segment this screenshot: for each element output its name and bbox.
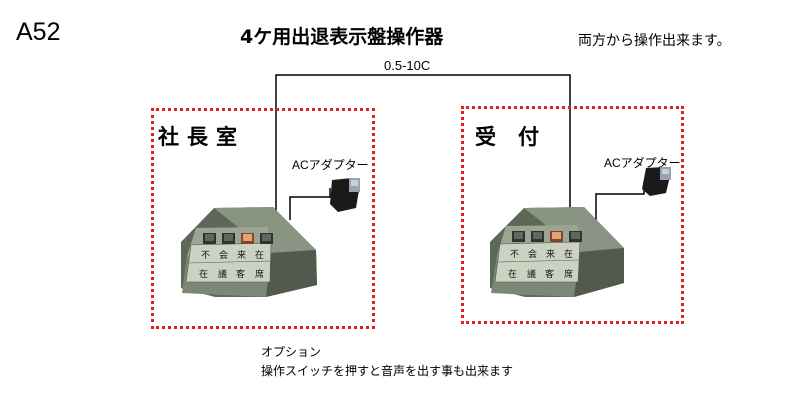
adapter-cable-left xyxy=(289,188,331,220)
status-label-guest: 客 xyxy=(545,268,554,280)
operation-note: 両方から操作出来ます。 xyxy=(578,33,731,49)
status-label-guest: 客 xyxy=(236,268,245,280)
ac-adapter-icon-right xyxy=(642,167,671,196)
ac-adapter-label-right: ACアダプター xyxy=(604,156,681,170)
status-label-meeting: 会 xyxy=(219,249,228,261)
status-label-present: 在 xyxy=(564,248,573,260)
status-label-visitor: 来 xyxy=(546,249,555,260)
room-president-office xyxy=(151,108,375,329)
ac-adapter-icon-left xyxy=(330,178,360,212)
status-label-discussion: 議 xyxy=(218,268,227,280)
status-label-meeting: 会 xyxy=(528,248,537,260)
status-label-visitor: 来 xyxy=(237,250,246,261)
status-label-seat: 席 xyxy=(255,268,264,280)
option-description: 操作スイッチを押すと音声を出す事も出来ます xyxy=(261,364,514,378)
status-label-absent: 不 xyxy=(510,249,519,260)
room-name-president: 社長室 xyxy=(158,125,245,149)
option-title: オプション xyxy=(261,345,322,359)
page-title: 4ケ用出退表示盤操作器 xyxy=(240,26,444,48)
status-label-seat: 席 xyxy=(564,268,573,280)
status-label-present: 在 xyxy=(255,249,264,261)
status-label-absent: 不 xyxy=(201,250,210,261)
cable-spec-label: 0.5-10C xyxy=(384,58,431,73)
model-code: A52 xyxy=(16,18,61,46)
ac-adapter-label-left: ACアダプター xyxy=(292,158,369,172)
interconnect-cable xyxy=(275,74,571,220)
status-label-discussion: 議 xyxy=(527,268,536,280)
room-name-reception: 受付 xyxy=(475,125,561,149)
status-label-in: 在 xyxy=(508,268,517,280)
status-label-in: 在 xyxy=(199,268,208,280)
room-reception xyxy=(461,106,684,324)
